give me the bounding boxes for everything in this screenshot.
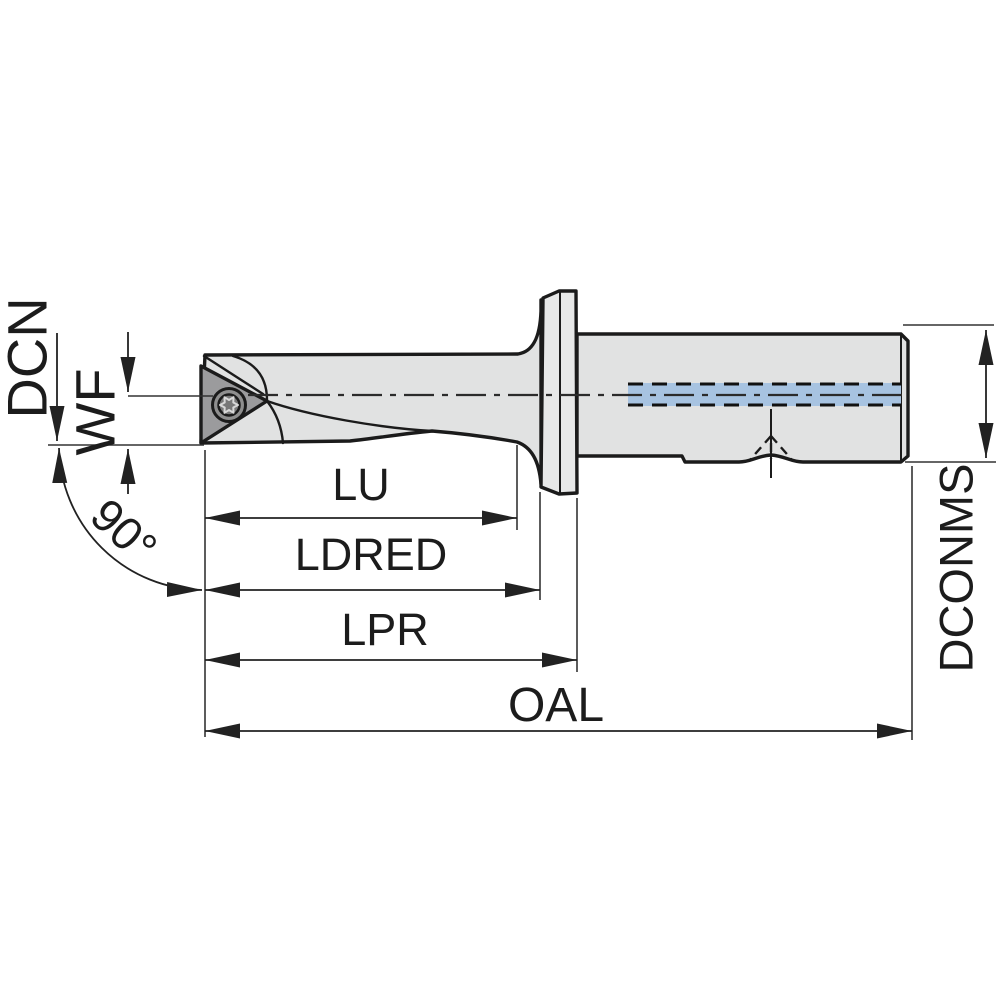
drill-body	[199, 298, 543, 486]
dim-angle-arc	[52, 447, 203, 597]
label-lpr: LPR	[341, 604, 429, 655]
label-wf: WF	[64, 368, 127, 455]
collar-flange	[539, 289, 579, 496]
label-dconms: DCONMS	[930, 464, 983, 673]
dimension-labels: DCN WF 90° LU LDRED LPR OAL DCONMS	[0, 297, 983, 732]
flute-sweep-curve	[265, 399, 434, 433]
label-ldred: LDRED	[295, 529, 448, 580]
shank	[575, 332, 910, 478]
flute-front-curve	[265, 399, 285, 445]
label-oal: OAL	[508, 679, 604, 732]
coolant-channel-band	[628, 383, 901, 406]
label-dcn: DCN	[0, 297, 59, 418]
label-angle-90: 90°	[81, 488, 167, 573]
torx-screw-icon	[211, 387, 247, 423]
hidden-clamp-hole	[748, 409, 794, 478]
drill-body-silhouette	[199, 298, 543, 486]
cutting-insert	[199, 364, 269, 445]
torx-star	[219, 396, 239, 414]
insert-pocket-line	[202, 354, 265, 396]
dimension-lines	[49, 330, 994, 739]
label-lu: LU	[332, 459, 390, 510]
